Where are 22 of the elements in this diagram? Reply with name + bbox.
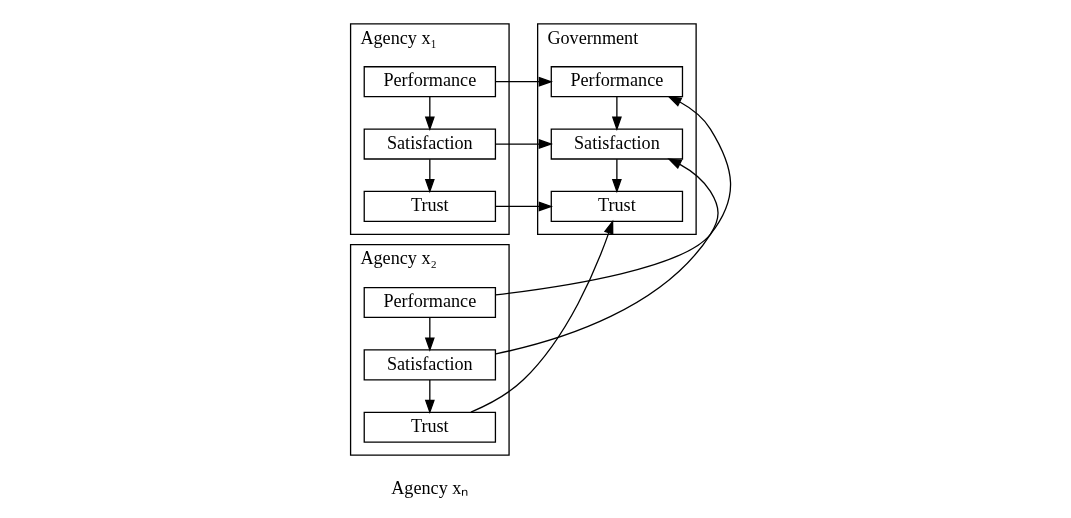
node-box: Satisfaction bbox=[363, 128, 497, 160]
arrow bbox=[424, 379, 435, 415]
arrow bbox=[424, 317, 435, 352]
node-box: Performance bbox=[363, 66, 497, 98]
node-box: Trust bbox=[363, 190, 497, 222]
node-box: Trust bbox=[363, 411, 497, 443]
arrow bbox=[611, 96, 622, 131]
node-box: Satisfaction bbox=[363, 349, 497, 381]
arrow bbox=[611, 158, 622, 194]
arrow bbox=[495, 158, 719, 355]
arrow bbox=[494, 201, 553, 212]
node-box: Satisfaction bbox=[550, 128, 684, 160]
node-box: Performance bbox=[363, 286, 497, 319]
node-box: Performance bbox=[550, 66, 684, 98]
arrow bbox=[494, 76, 553, 87]
node-box: Trust bbox=[550, 190, 684, 222]
arrow bbox=[424, 96, 435, 131]
arrow bbox=[494, 95, 732, 296]
arrow bbox=[494, 139, 553, 150]
arrow bbox=[424, 158, 435, 194]
label: Agency xₙ bbox=[391, 478, 469, 499]
arrow bbox=[470, 219, 614, 413]
